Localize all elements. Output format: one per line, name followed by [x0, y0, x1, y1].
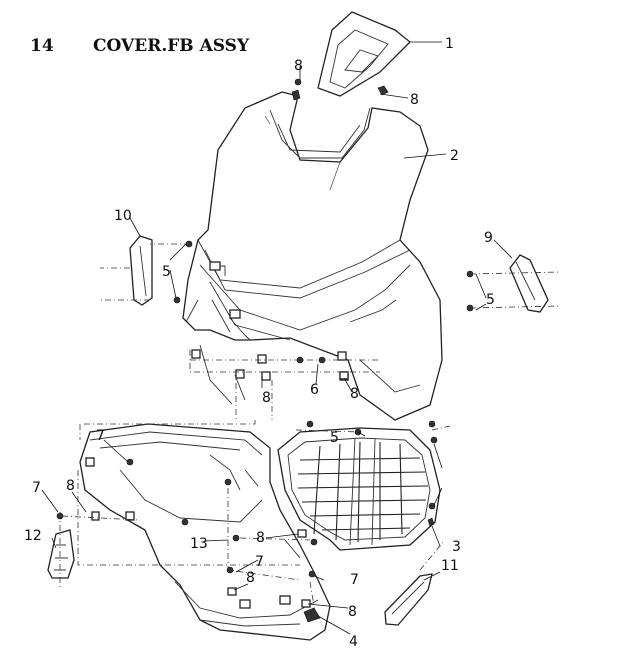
callout-7-mid: 7 [255, 554, 264, 570]
fasteners [56, 78, 438, 608]
callout-2: 2 [450, 148, 459, 164]
callout-5-center: 5 [330, 430, 339, 446]
callout-1: 1 [445, 36, 454, 52]
assembly-lines [59, 243, 561, 613]
callout-8-cover-left: 8 [262, 390, 271, 406]
part-1-top-visor [317, 11, 411, 97]
leader-lines [41, 41, 513, 635]
callout-7-left: 7 [32, 480, 41, 496]
callout-4: 4 [349, 634, 358, 650]
part-2-front-cover [182, 89, 443, 421]
callout-13: 13 [190, 536, 208, 552]
callout-8-lower-right: 8 [348, 604, 357, 620]
callout-7-upper: 7 [96, 428, 105, 444]
callout-5-left: 5 [162, 264, 171, 280]
page-title: COVER.FB ASSY [93, 36, 250, 56]
callout-8-center: 8 [256, 530, 265, 546]
callout-8-lower-mid: 8 [246, 570, 255, 586]
part-12-left-bracket [47, 529, 75, 579]
callout-9: 9 [484, 230, 493, 246]
callout-3: 3 [452, 539, 461, 555]
callout-8-top: 8 [294, 58, 303, 74]
callout-labels: 1 2 3 4 5 5 5 6 7 7 7 7 8 8 8 8 8 8 8 8 … [24, 36, 495, 650]
callout-11: 11 [441, 558, 459, 574]
callout-5-right: 5 [486, 292, 495, 308]
callout-12: 12 [24, 528, 42, 544]
callout-8-visor: 8 [410, 92, 419, 108]
part-4-lower-cover [79, 423, 331, 641]
callout-8-lower-left: 8 [66, 478, 75, 494]
callout-8-cover-right: 8 [350, 386, 359, 402]
callout-7-right: 7 [350, 572, 359, 588]
part-3-grille [277, 427, 441, 551]
callout-6: 6 [310, 382, 319, 398]
callout-10: 10 [114, 208, 132, 224]
part-10-left-turn-signal [129, 235, 193, 306]
part-9-right-turn-signal [466, 254, 549, 313]
part-11-right-trim [384, 573, 433, 626]
section-number: 14 [30, 36, 54, 56]
